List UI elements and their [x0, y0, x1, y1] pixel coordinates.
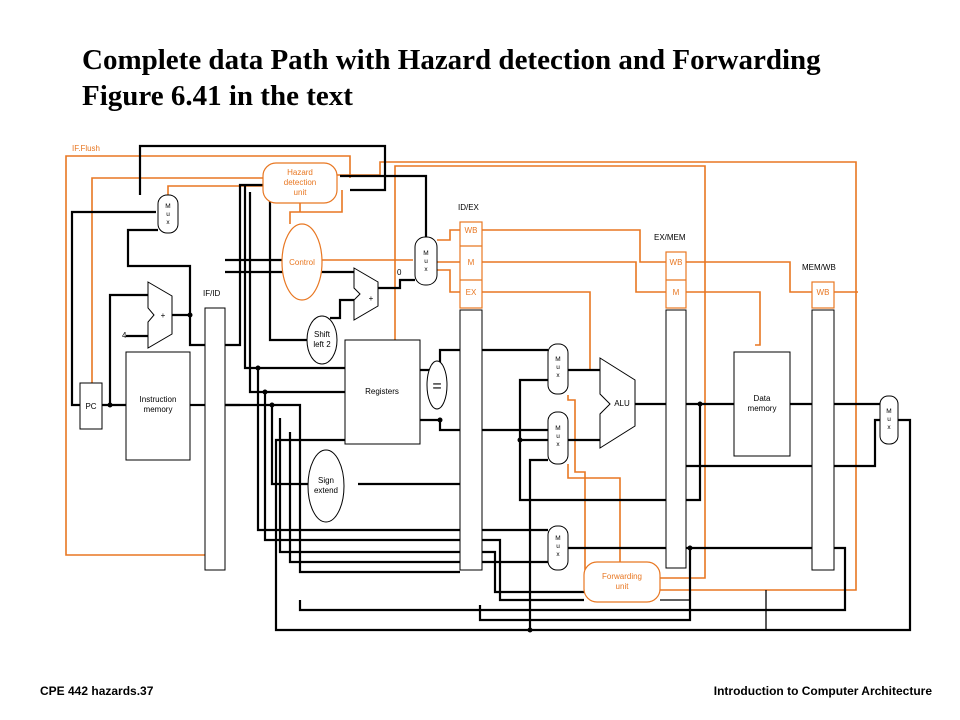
hazard-detection-unit: Hazard detection unit: [262, 162, 338, 204]
footer-course-label: CPE 442 hazards.37: [40, 684, 154, 698]
shift-left-2: Shift left 2: [306, 315, 338, 365]
svg-text:Shift: Shift: [314, 330, 331, 339]
write-back-wire: [274, 418, 912, 632]
pc-adder: + 4: [122, 281, 173, 349]
svg-text:M: M: [886, 408, 891, 415]
svg-text:x: x: [166, 219, 170, 226]
footer-course-title: Introduction to Computer Architecture: [713, 684, 932, 698]
svg-text:u: u: [556, 543, 560, 550]
slide-title: Complete data Path with Hazard detection…: [82, 42, 942, 114]
forward-a-mux: M u x: [547, 343, 569, 395]
svg-text:=: =: [432, 378, 441, 395]
svg-text:M: M: [555, 356, 560, 363]
control-unit: Control: [281, 223, 323, 301]
regdst-mux: M u x: [547, 525, 569, 571]
alu: ALU: [599, 357, 636, 449]
hazard-control-mux-wire: [289, 190, 343, 224]
data-memory: Data memory: [733, 351, 791, 457]
if-flush-label: IF.Flush: [72, 144, 100, 153]
data-wires: [70, 144, 912, 632]
svg-text:detection: detection: [284, 178, 316, 187]
svg-text:M: M: [673, 288, 680, 297]
svg-text:Sign: Sign: [318, 476, 334, 485]
title-line-1: Complete data Path with Hazard detection…: [82, 44, 821, 76]
svg-text:unit: unit: [294, 188, 308, 197]
program-counter: PC: [79, 382, 103, 430]
m-propagation-wire: [482, 261, 666, 293]
mem-wb-register: MEM/WB WB: [802, 263, 836, 571]
svg-text:MEM/WB: MEM/WB: [802, 263, 836, 272]
svg-text:PC: PC: [85, 402, 96, 411]
svg-text:memory: memory: [144, 405, 173, 414]
hazard-mux-wire: [167, 185, 263, 195]
svg-text:Instruction: Instruction: [140, 395, 177, 404]
svg-text:ID/EX: ID/EX: [458, 203, 480, 212]
forward-b-mux: M u x: [547, 411, 569, 465]
if-id-register: IF/ID: [203, 289, 226, 571]
svg-text:M: M: [468, 258, 475, 267]
svg-text:+: +: [369, 294, 374, 303]
forwarding-unit: Forwarding unit: [583, 561, 661, 603]
sign-extend: Sign extend: [307, 449, 345, 523]
svg-text:EX: EX: [466, 288, 477, 297]
svg-text:M: M: [555, 535, 560, 542]
svg-text:+: +: [161, 311, 166, 320]
svg-text:u: u: [556, 364, 560, 371]
forward-a-wire: [567, 395, 586, 570]
svg-text:extend: extend: [314, 486, 338, 495]
svg-text:IF/ID: IF/ID: [203, 289, 221, 298]
svg-text:u: u: [556, 433, 560, 440]
svg-text:x: x: [556, 441, 560, 448]
svg-text:unit: unit: [616, 582, 630, 591]
svg-text:M: M: [555, 425, 560, 432]
forward-b-wire: [567, 464, 621, 562]
svg-text:M: M: [165, 203, 170, 210]
svg-text:WB: WB: [465, 226, 478, 235]
pc-input-wire: [70, 210, 156, 407]
const-zero-label: 0: [397, 268, 402, 277]
svg-text:ALU: ALU: [614, 399, 630, 408]
svg-text:WB: WB: [817, 288, 830, 297]
svg-text:WB: WB: [670, 258, 683, 267]
svg-text:u: u: [424, 258, 428, 265]
ex-mem-register: EX/MEM WB M: [654, 233, 687, 569]
wb-propagation-wire: [482, 229, 666, 263]
id-ex-register: ID/EX WB M EX: [458, 203, 483, 571]
title-line-2: Figure 6.41 in the text: [82, 80, 353, 112]
svg-text:Forwarding: Forwarding: [602, 572, 642, 581]
if-flush-wire: [65, 155, 351, 556]
svg-text:Registers: Registers: [365, 387, 399, 396]
pc-mux: M u x: [157, 194, 179, 234]
hazard-pc-write-wire: [91, 177, 263, 383]
writeback-mux: M u x: [879, 395, 899, 445]
instruction-memory: Instruction memory: [125, 351, 191, 461]
branch-adder: +: [353, 267, 379, 321]
const-four-label: 4: [122, 331, 127, 340]
svg-text:Data: Data: [754, 394, 771, 403]
equality-comparator: =: [426, 360, 448, 410]
svg-text:EX/MEM: EX/MEM: [654, 233, 686, 242]
svg-text:Hazard: Hazard: [287, 168, 313, 177]
svg-text:left 2: left 2: [313, 340, 331, 349]
svg-text:u: u: [887, 416, 891, 423]
svg-text:x: x: [424, 266, 428, 273]
svg-text:memory: memory: [748, 404, 777, 413]
svg-text:x: x: [556, 551, 560, 558]
svg-text:M: M: [423, 250, 428, 257]
svg-text:x: x: [887, 424, 891, 431]
svg-text:u: u: [166, 211, 170, 218]
register-file: Registers: [344, 339, 421, 445]
svg-text:Control: Control: [289, 258, 315, 267]
control-stall-mux: M u x 0: [397, 236, 438, 286]
svg-text:x: x: [556, 372, 560, 379]
